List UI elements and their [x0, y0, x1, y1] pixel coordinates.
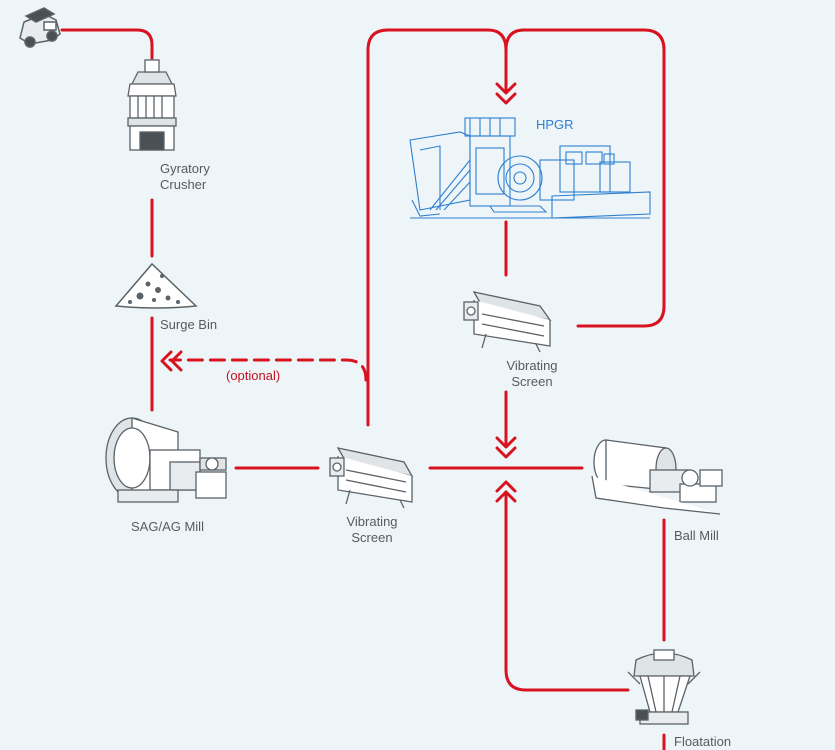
sag-mill-icon: [105, 417, 227, 503]
ball-mill-icon: [591, 439, 723, 515]
surge-bin-icon: [114, 262, 198, 309]
arrow-left-optional: [160, 350, 183, 372]
arrow-up-ballmill: [495, 480, 517, 503]
flow-floatation-return: [504, 490, 630, 692]
label-vibrating-screen-1: Vibrating Screen: [346, 514, 398, 545]
label-surge-bin: Surge Bin: [160, 317, 218, 332]
label-sag-mill: SAG/AG Mill: [131, 519, 204, 534]
floatation-cell-icon: [627, 649, 701, 725]
label-optional: (optional): [226, 368, 281, 383]
gyratory-crusher-icon: [127, 59, 177, 151]
label-hpgr: HPGR: [536, 117, 574, 132]
hpgr-icon: [409, 117, 651, 219]
arrow-down-ballmill: [495, 436, 517, 459]
vibrating-screen-icon: [463, 291, 552, 353]
flow-screen2-recycle: [504, 28, 666, 328]
flow-truck-to-crusher: [60, 28, 154, 60]
flow-screen-to-hpgr: [366, 28, 508, 427]
arrow-down-hpgr: [495, 82, 517, 105]
label-ball-mill: Ball Mill: [674, 528, 719, 543]
label-floatation: Floatation: [674, 734, 732, 749]
label-vibrating-screen-2: Vibrating Screen: [506, 358, 558, 389]
label-gyratory-crusher: Gyratory Crusher: [160, 161, 210, 192]
vibrating-screen-icon: [329, 447, 414, 509]
haul-truck-icon: [19, 7, 61, 48]
flow-optional-return: [168, 358, 368, 382]
